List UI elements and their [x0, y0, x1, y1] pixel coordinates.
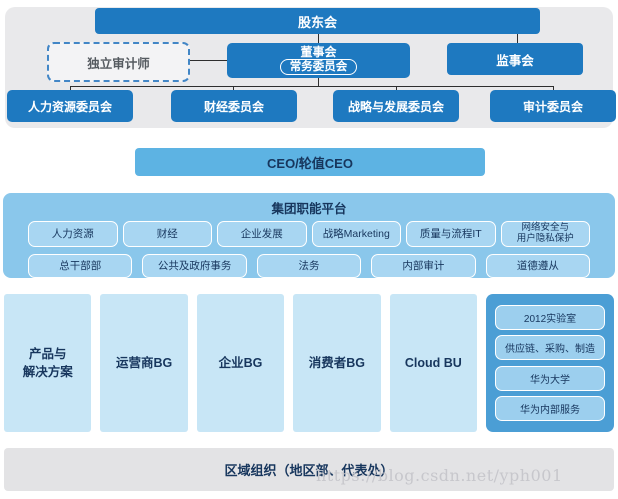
group-function-platform-panel: 集团职能平台 人力资源 财经 企业发展 战略Marketing 质量与流程IT … — [3, 193, 615, 278]
connector-line — [70, 86, 71, 91]
committee-box-strategy-development: 战略与发展委员会 — [333, 90, 459, 122]
support-units-panel: 2012实验室 供应链、采购、制造 华为大学 华为内部服务 — [486, 294, 615, 432]
platform-item-finance: 财经 — [122, 221, 212, 247]
supervisory-board-box: 监事会 — [447, 43, 583, 75]
committee-box-finance: 财经委员会 — [171, 90, 297, 122]
support-unit-supply-chain: 供应链、采购、制造 — [495, 335, 606, 361]
connector-line — [70, 86, 554, 87]
regional-organizations-bar: 区域组织（地区部、代表处） — [4, 448, 614, 491]
connector-line — [318, 34, 319, 43]
committee-box-hr: 人力资源委员会 — [7, 90, 133, 122]
connector-line — [233, 86, 234, 91]
platform-item-quality-process-it: 质量与流程IT — [406, 221, 496, 247]
board-label: 董事会 — [300, 44, 337, 59]
platform-item-corporate-development: 企业发展 — [217, 221, 307, 247]
support-unit-2012-labs: 2012实验室 — [495, 305, 606, 331]
platform-item-internal-audit: 内部审计 — [371, 254, 476, 278]
platform-item-strategy-marketing: 战略Marketing — [311, 221, 401, 247]
platform-item-public-government-affairs: 公共及政府事务 — [142, 254, 247, 278]
connector-line — [517, 34, 518, 43]
committee-box-audit: 审计委员会 — [490, 90, 616, 122]
platform-item-legal: 法务 — [256, 254, 362, 278]
board-of-directors-box: 董事会 常务委员会 — [227, 43, 410, 78]
bg-box-products-solutions: 产品与 解决方案 — [4, 294, 92, 432]
platform-item-cadre-dept: 总干部部 — [28, 254, 133, 278]
bg-box-consumer: 消费者BG — [293, 294, 381, 432]
shareholders-meeting-box: 股东会 — [95, 8, 540, 34]
standing-committee-pill: 常务委员会 — [279, 59, 358, 76]
support-unit-huawei-university: 华为大学 — [495, 365, 606, 391]
connector-line — [318, 78, 319, 86]
ceo-box: CEO/轮值CEO — [135, 148, 485, 176]
business-groups-row: 产品与 解决方案 运营商BG 企业BG 消费者BG Cloud BU 2012实… — [4, 294, 615, 432]
platform-item-cybersecurity-privacy: 网络安全与 用户隐私保护 — [500, 221, 590, 247]
connector-line — [396, 86, 397, 91]
platform-item-hr: 人力资源 — [28, 221, 118, 247]
connector-line — [186, 60, 227, 61]
connector-line — [553, 86, 554, 91]
bg-box-carrier: 运营商BG — [100, 294, 188, 432]
platform-row-2: 总干部部 公共及政府事务 法务 内部审计 道德遵从 — [28, 254, 591, 278]
bg-box-cloud-bu: Cloud BU — [389, 294, 478, 432]
independent-auditor-box: 独立审计师 — [47, 42, 190, 82]
governance-panel: 股东会 独立审计师 董事会 常务委员会 监事会 人力资源委员会 财经委员会 战略… — [5, 7, 616, 128]
platform-title: 集团职能平台 — [271, 202, 347, 216]
bg-box-enterprise: 企业BG — [196, 294, 285, 432]
platform-row-1: 人力资源 财经 企业发展 战略Marketing 质量与流程IT 网络安全与 用… — [28, 221, 590, 247]
platform-item-ethics-compliance: 道德遵从 — [485, 254, 591, 278]
support-unit-internal-services: 华为内部服务 — [495, 395, 606, 421]
watermark-url: https://blog.csdn.net/yph001 — [316, 466, 563, 485]
